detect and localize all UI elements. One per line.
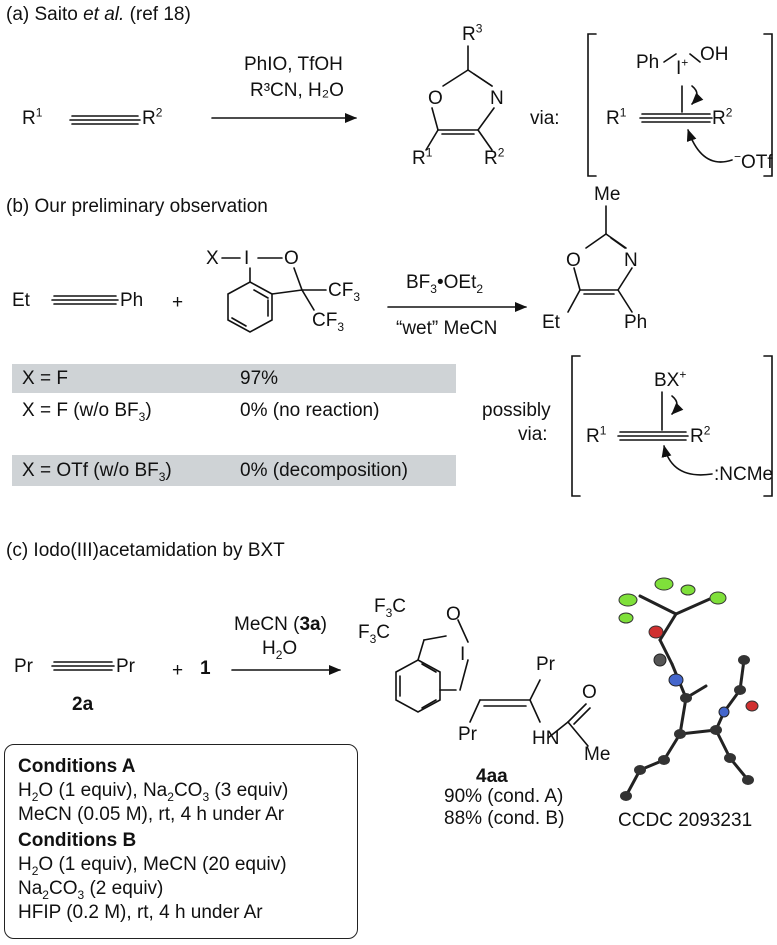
compound-4aa-label: 4aa <box>476 766 508 787</box>
oxazole-b-ring <box>567 205 633 313</box>
bracket-left-b <box>571 355 581 497</box>
panel-a-heading: (a) Saito et al. (ref 18) <box>6 4 191 25</box>
alkyne-a-bonds <box>69 115 141 125</box>
panel-c-heading: (c) Iodo(III)acetamidation by BXT <box>6 540 285 561</box>
product-me: Me <box>584 744 611 765</box>
oxazole-b-o: O <box>566 250 581 271</box>
oxazole-a-ring <box>425 45 495 151</box>
reagent-b-x: X <box>206 248 219 269</box>
conditions-box <box>4 744 358 939</box>
int-a-oh: OH <box>700 44 729 65</box>
benziodoxole-b <box>221 257 327 333</box>
reagents-b-above: BF3•OEt2 <box>406 272 484 296</box>
conditions-b-line3: HFIP (0.2 M), rt, 4 h under Ar <box>18 902 263 923</box>
plus-b: + <box>172 292 184 313</box>
table-row-3-x: X = OTf (w/o BF3) <box>22 460 172 484</box>
via-label-a: via: <box>530 108 560 129</box>
alkyne-b-et: Et <box>12 290 30 311</box>
crystal-atoms <box>618 577 759 801</box>
reagents-c-below: H2O <box>262 638 298 662</box>
table-row-1-shade <box>12 364 456 393</box>
product-pr-bottom: Pr <box>458 724 477 745</box>
oxazole-a-n: N <box>490 88 504 109</box>
oxazole-b-n: N <box>624 250 638 271</box>
product-cf3-2: F3C <box>358 622 391 646</box>
table-row-3-shade <box>12 455 456 486</box>
int-b-ncme: :NCMe <box>714 464 774 485</box>
compound-2a-label: 2a <box>72 694 94 715</box>
alkyne-c-bonds <box>51 661 115 671</box>
table-row-2-x: X = F (w/o BF3) <box>22 400 152 424</box>
product-pr-top: Pr <box>536 654 555 675</box>
reagents-b-below: “wet” MeCN <box>396 318 498 339</box>
substrate-r2: R2 <box>142 105 163 129</box>
conditions-b-title: Conditions B <box>18 830 137 851</box>
oxazole-b-et: Et <box>542 312 560 333</box>
conditions-a-line1: H2O (1 equiv), Na2CO3 (3 equiv) <box>18 780 289 804</box>
bracket-left-a <box>587 33 597 177</box>
reagent-b-i: I <box>244 248 250 269</box>
product-4aa-bonds <box>395 619 591 747</box>
conditions-b-line2: Na2CO3 (2 equiv) <box>18 878 164 902</box>
int-b-bx: BX+ <box>654 367 687 391</box>
via-label-b: via: <box>518 424 548 445</box>
reagent-b-o: O <box>284 248 299 269</box>
int-a-r2: R2 <box>712 105 733 129</box>
int-a-iodine: I+ <box>676 55 689 79</box>
yield-cond-a: 90% (cond. A) <box>444 786 564 807</box>
reagents-c-above: MeCN (3a) <box>234 614 327 635</box>
panel-b-heading: (b) Our preliminary observation <box>6 196 268 217</box>
int-b-r1: R1 <box>586 423 607 447</box>
product-o-ring: O <box>446 604 461 625</box>
reagent-b-cf3-1: CF3 <box>328 280 361 304</box>
int-a-r1: R1 <box>606 105 627 129</box>
intermediate-a-bonds <box>639 53 733 163</box>
bracket-right-b <box>763 355 773 497</box>
int-a-ph: Ph <box>636 52 660 73</box>
product-hn: HN <box>532 728 560 749</box>
table-row-2-result: 0% (no reaction) <box>240 400 380 421</box>
alkyne-b-ph: Ph <box>120 290 144 311</box>
plus-c: + <box>172 660 184 681</box>
product-cf3-1: F3C <box>374 596 407 620</box>
int-b-r2: R2 <box>690 423 711 447</box>
reagents-a-line2: R³CN, H₂O <box>250 80 344 101</box>
alkyne-c-pr2: Pr <box>116 656 135 677</box>
oxazole-a-r2: R2 <box>484 145 505 169</box>
table-row-1-x: X = F <box>22 368 68 389</box>
substrate-r1: R1 <box>22 105 43 129</box>
int-a-otf: −OTf <box>734 149 773 173</box>
compound-1-label: 1 <box>200 658 211 679</box>
oxazole-a-r1: R1 <box>412 145 433 169</box>
table-row-1-result: 97% <box>240 368 279 389</box>
ccdc-label: CCDC 2093231 <box>618 810 753 831</box>
yield-cond-b: 88% (cond. B) <box>444 808 565 829</box>
conditions-b-line1: H2O (1 equiv), MeCN (20 equiv) <box>18 854 287 878</box>
bracket-right-a <box>763 33 773 177</box>
reagent-b-cf3-2: CF3 <box>312 310 345 334</box>
alkyne-b-bonds <box>51 295 119 305</box>
intermediate-b-bonds <box>617 391 713 476</box>
alkyne-c-pr1: Pr <box>14 656 33 677</box>
table-row-3-result: 0% (decomposition) <box>240 460 408 481</box>
conditions-a-title: Conditions A <box>18 756 136 777</box>
product-carbonyl-o: O <box>582 682 597 703</box>
conditions-a-line2: MeCN (0.05 M), rt, 4 h under Ar <box>18 804 285 825</box>
oxazole-a-r3: R3 <box>462 21 483 45</box>
oxazole-a-o: O <box>428 88 443 109</box>
product-iodine: I <box>460 644 466 665</box>
reagents-a-line1: PhIO, TfOH <box>244 54 343 75</box>
oxazole-b-me: Me <box>594 184 621 205</box>
oxazole-b-ph: Ph <box>624 312 648 333</box>
possibly-label: possibly <box>482 400 551 421</box>
